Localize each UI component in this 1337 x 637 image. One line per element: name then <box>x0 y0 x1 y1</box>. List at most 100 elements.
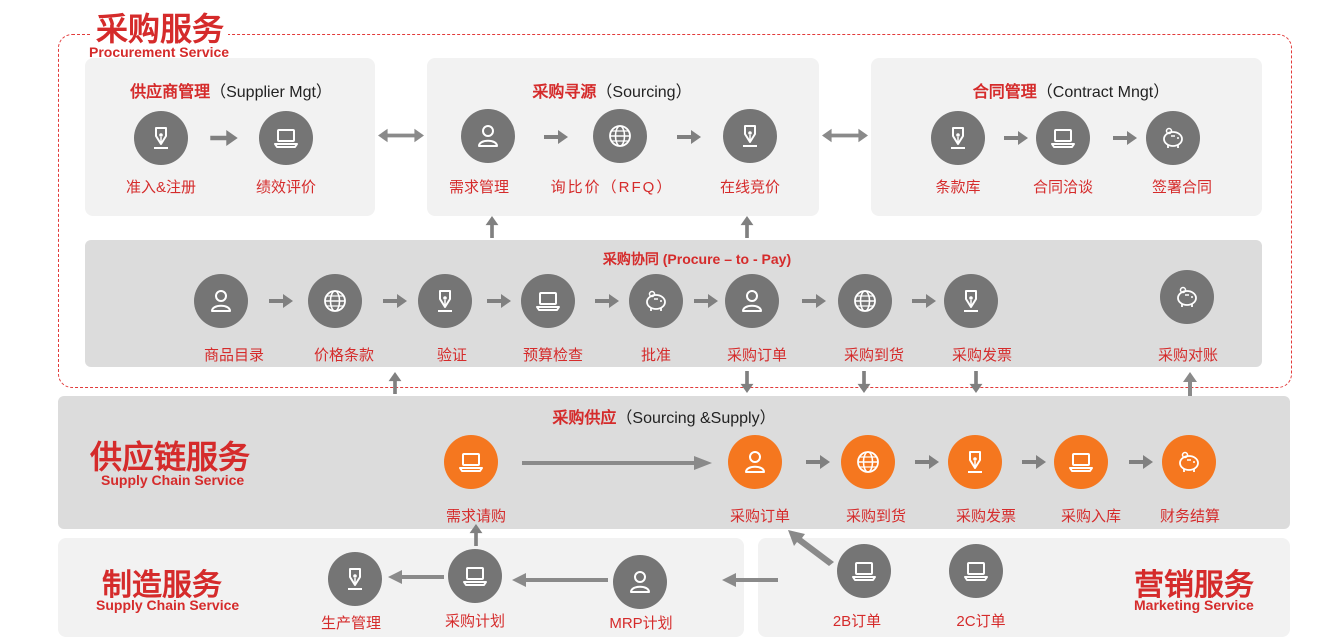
label-price-terms: 价格条款 <box>313 347 375 364</box>
node-contract-negotiation[interactable] <box>1036 111 1090 165</box>
arrow-right-icon <box>543 130 569 144</box>
laptop-icon <box>456 447 486 477</box>
p2p-title: 采购协同 (Procure – to - Pay) <box>602 251 792 267</box>
contract-panel-title: 合同管理（Contract Mngt） <box>972 84 1170 101</box>
node-clause-library[interactable] <box>931 111 985 165</box>
label-purchase-plan: 采购计划 <box>444 613 506 630</box>
diagonal-arrow-icon <box>788 530 834 566</box>
node-2c-order[interactable] <box>949 544 1003 598</box>
label-warehousing: 采购入库 <box>1060 508 1122 525</box>
node-sign-contract[interactable] <box>1146 111 1200 165</box>
node-reconciliation[interactable] <box>1160 270 1214 324</box>
piggy-bank-icon <box>1172 282 1202 312</box>
node-mrp-plan[interactable] <box>613 555 667 609</box>
long-arrow-right-icon <box>522 456 712 470</box>
label-approve: 批准 <box>640 347 672 364</box>
label-reconciliation: 采购对账 <box>1157 347 1219 364</box>
arrow-right-icon <box>801 294 827 308</box>
node-supply-receipt[interactable] <box>841 435 895 489</box>
arrow-right-icon <box>911 294 937 308</box>
label-performance: 绩效评价 <box>255 179 317 196</box>
laptop-icon <box>460 561 490 591</box>
node-budget-check[interactable] <box>521 274 575 328</box>
globe-icon <box>320 286 350 316</box>
arrow-right-icon <box>268 294 294 308</box>
label-supply-po: 采购订单 <box>729 508 791 525</box>
node-demand-mgmt[interactable] <box>461 109 515 163</box>
arrow-down-icon <box>740 371 754 393</box>
arrow-up-icon <box>469 524 483 546</box>
user-icon <box>737 286 767 316</box>
node-online-bidding[interactable] <box>723 109 777 163</box>
node-supply-invoice[interactable] <box>948 435 1002 489</box>
arrow-down-icon <box>857 371 871 393</box>
label-supply-invoice: 采购发票 <box>955 508 1017 525</box>
pen-nib-icon <box>943 123 973 153</box>
arrow-left-icon <box>722 573 778 587</box>
node-warehousing[interactable] <box>1054 435 1108 489</box>
globe-icon <box>850 286 880 316</box>
node-price-terms[interactable] <box>308 274 362 328</box>
sourcing-panel-title: 采购寻源（Sourcing） <box>532 84 692 101</box>
manufacturing-title: 制造服务 <box>102 569 222 602</box>
node-p2p-receipt[interactable] <box>838 274 892 328</box>
arrow-right-icon <box>1022 455 1046 469</box>
arrow-right-icon <box>806 455 830 469</box>
globe-icon <box>853 447 883 477</box>
laptop-icon <box>533 286 563 316</box>
arrow-right-icon <box>915 455 939 469</box>
node-requisition[interactable] <box>444 435 498 489</box>
arrow-right-icon <box>1129 455 1153 469</box>
node-supply-po[interactable] <box>728 435 782 489</box>
arrow-right-icon <box>486 294 512 308</box>
node-approve[interactable] <box>629 274 683 328</box>
label-mrp-plan: MRP计划 <box>609 615 673 632</box>
procurement-region <box>58 34 1292 388</box>
node-2b-order[interactable] <box>837 544 891 598</box>
node-p2p-invoice[interactable] <box>944 274 998 328</box>
node-purchase-plan[interactable] <box>448 549 502 603</box>
label-clause-library: 条款库 <box>935 179 981 196</box>
laptop-icon <box>849 556 879 586</box>
label-online-bidding: 在线竞价 <box>719 179 781 196</box>
procurement-subtitle: Procurement Service <box>86 44 233 60</box>
supply-chain-title: 供应链服务 <box>90 439 251 475</box>
pen-nib-icon <box>956 286 986 316</box>
user-icon <box>740 447 770 477</box>
label-admission: 准入&注册 <box>125 179 197 196</box>
label-sign-contract: 签署合同 <box>1151 179 1213 196</box>
supplier-panel-title: 供应商管理（Supplier Mgt） <box>130 84 332 101</box>
pen-nib-icon <box>960 447 990 477</box>
label-2b-order: 2B订单 <box>832 613 882 630</box>
label-supply-receipt: 采购到货 <box>845 508 907 525</box>
label-settlement: 财务结算 <box>1159 508 1221 525</box>
node-production-mgmt[interactable] <box>328 552 382 606</box>
label-requisition: 需求请购 <box>445 508 507 525</box>
label-rfq: 询比价（RFQ） <box>550 179 674 196</box>
supply-chain-subtitle: Supply Chain Service <box>101 472 245 488</box>
arrow-right-icon <box>210 130 238 146</box>
node-rfq[interactable] <box>593 109 647 163</box>
supply-title: 采购供应（Sourcing &Supply） <box>552 410 776 427</box>
marketing-title: 营销服务 <box>1134 569 1254 602</box>
label-p2p-invoice: 采购发票 <box>951 347 1013 364</box>
arrow-left-icon <box>388 570 444 584</box>
piggy-bank-icon <box>1158 123 1188 153</box>
user-icon <box>625 567 655 597</box>
node-settlement[interactable] <box>1162 435 1216 489</box>
label-catalog: 商品目录 <box>203 347 265 364</box>
piggy-bank-icon <box>1174 447 1204 477</box>
label-p2p-po: 采购订单 <box>726 347 788 364</box>
double-arrow-icon <box>378 128 424 143</box>
node-verify[interactable] <box>418 274 472 328</box>
node-catalog[interactable] <box>194 274 248 328</box>
arrow-right-icon <box>676 130 702 144</box>
laptop-icon <box>1066 447 1096 477</box>
node-admission[interactable] <box>134 111 188 165</box>
label-verify: 验证 <box>436 347 468 364</box>
node-performance[interactable] <box>259 111 313 165</box>
node-p2p-po[interactable] <box>725 274 779 328</box>
pen-nib-icon <box>735 121 765 151</box>
marketing-subtitle: Marketing Service <box>1134 597 1254 613</box>
label-p2p-receipt: 采购到货 <box>843 347 905 364</box>
